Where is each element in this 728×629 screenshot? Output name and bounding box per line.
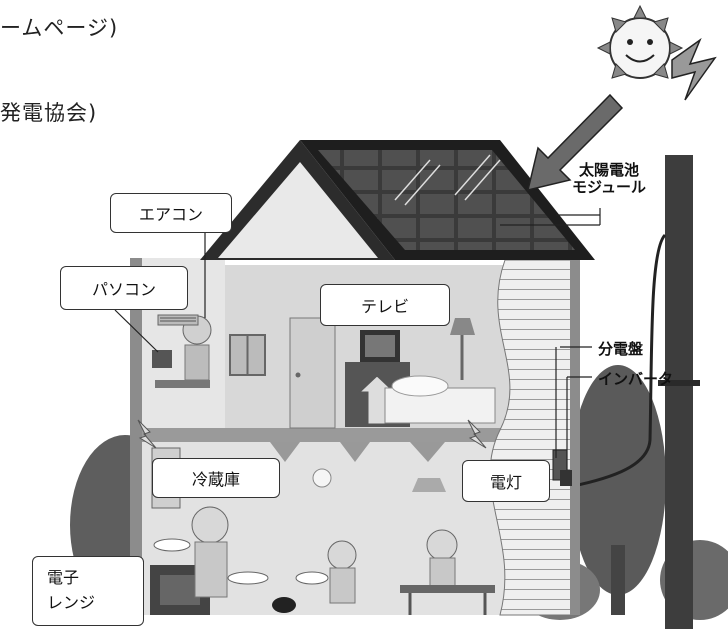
fridge-callout: 冷蔵庫: [152, 458, 280, 498]
utility-pole: [665, 155, 693, 629]
sunlight-arrow: [526, 93, 624, 192]
solar-module-label: 太陽電池 モジュール: [572, 161, 646, 197]
aircon-callout: エアコン: [110, 193, 232, 233]
power-wire: [564, 233, 667, 490]
inverter-label: インバータ: [598, 370, 674, 388]
distribution-panel-label: 分電盤: [598, 340, 644, 358]
microwave-callout: 電子 レンジ: [32, 556, 144, 626]
solar-module-label-line-1: 太陽電池: [578, 161, 639, 179]
light-callout: 電灯: [462, 460, 550, 502]
header-line-1: ームページ): [0, 16, 119, 40]
solar-module-label-line-2: モジュール: [572, 178, 646, 197]
microwave-label-line-2: レンジ: [47, 593, 96, 612]
pc-callout: パソコン: [60, 266, 188, 310]
pc-leader: [114, 309, 159, 353]
header-line-2: 発電協会): [0, 101, 98, 125]
sun-icon: [596, 4, 717, 101]
house: [130, 140, 595, 618]
microwave-label-line-1: 電子: [47, 568, 80, 588]
tv-callout: テレビ: [320, 284, 450, 326]
